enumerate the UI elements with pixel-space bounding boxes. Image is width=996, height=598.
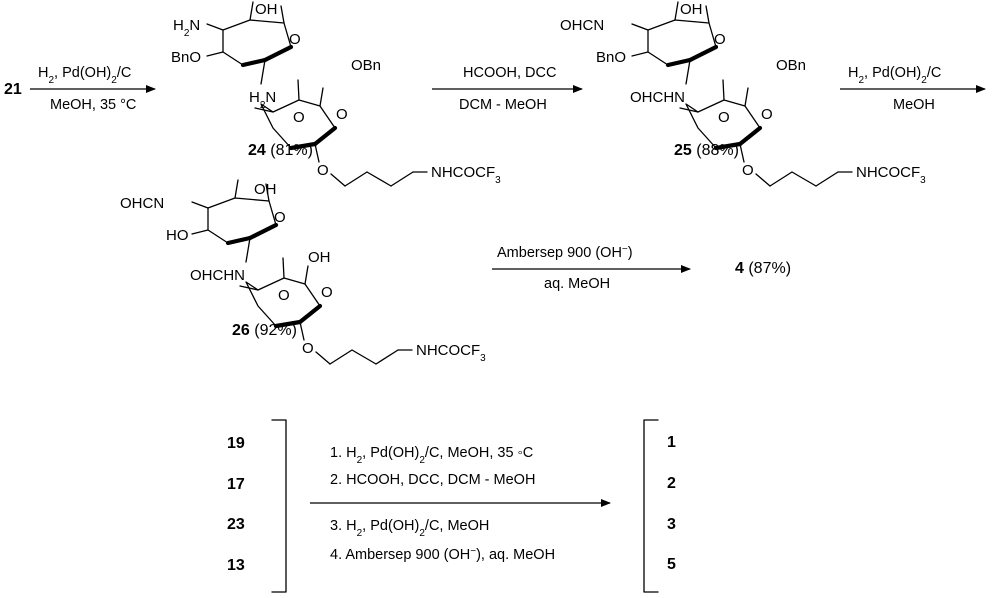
- linker-oxygen-label: O: [302, 340, 314, 357]
- reactant-bracket: [271, 419, 287, 593]
- compound-26-label: 26 (92%): [232, 322, 297, 339]
- ring-oxygen-label: O: [289, 31, 301, 48]
- reactant-compound: 19: [227, 435, 245, 452]
- hydroxyl-label-2: OH: [254, 181, 277, 198]
- product-compound: 5: [667, 556, 676, 573]
- trifluoroacetamide-label: NHCOCF3: [416, 342, 486, 364]
- step4-conditions-below: aq. MeOH: [544, 276, 610, 292]
- amine-label: H2N: [173, 17, 200, 39]
- structure-compound-24: H2N BnO OH O OBn H2N O O O NHCOCF3: [171, 1, 501, 186]
- formamide-label: OHCN: [120, 195, 164, 212]
- product-bracket: [643, 419, 659, 593]
- compound-25-label: 25 (88%): [674, 142, 739, 159]
- benzyloxy-label-2: OBn: [776, 57, 806, 74]
- step2-conditions-above: HCOOH, DCC: [463, 65, 556, 81]
- step3-conditions-below: MeOH: [893, 97, 935, 113]
- step1-conditions-above: H2, Pd(OH)2/C: [38, 65, 131, 86]
- condition-step-2: 2. HCOOH, DCC, DCM - MeOH: [330, 472, 535, 488]
- formamide-label: OHCN: [560, 17, 604, 34]
- glycosidic-oxygen-label: O: [718, 109, 730, 126]
- amine-label-2: H2N: [249, 89, 276, 111]
- ring-oxygen-label-2: O: [321, 284, 333, 301]
- trifluoroacetamide-label: NHCOCF3: [431, 164, 501, 186]
- ring-oxygen-label: O: [714, 31, 726, 48]
- reactant-compound: 17: [227, 476, 245, 493]
- benzyloxy-label: BnO: [596, 49, 626, 66]
- hydroxyl-label: OH: [255, 1, 278, 18]
- hydroxyl-label: HO: [166, 227, 189, 244]
- trifluoroacetamide-label: NHCOCF3: [856, 164, 926, 186]
- linker-oxygen-label: O: [317, 162, 329, 179]
- step4-conditions-above: Ambersep 900 (OH−): [497, 244, 633, 262]
- ring-oxygen-label-2: O: [336, 106, 348, 123]
- product-compound: 2: [667, 475, 676, 492]
- reactant-compound: 23: [227, 516, 245, 533]
- glycosidic-oxygen-label: O: [278, 287, 290, 304]
- condition-step-1: 1. H2, Pd(OH)2/C, MeOH, 35 ◦C: [330, 445, 533, 466]
- structure-compound-26: OHCN HO OH O OH OHCHN O O O NHCOCF3: [120, 180, 486, 364]
- linker-oxygen-label: O: [742, 162, 754, 179]
- compound-24-label: 24 (81%): [248, 142, 313, 159]
- product-compound-4: 4 (87%): [735, 260, 791, 277]
- hydroxyl-label-3: OH: [308, 249, 331, 266]
- step1-conditions-below: MeOH, 35 °C: [50, 97, 136, 113]
- hydroxyl-label: OH: [680, 1, 703, 18]
- condition-step-4: 4. Ambersep 900 (OH−), aq. MeOH: [330, 546, 555, 564]
- glycosidic-oxygen-label: O: [293, 109, 305, 126]
- product-compound: 3: [667, 516, 676, 533]
- reactant-compound: 13: [227, 557, 245, 574]
- formamide-label-2: OHCHN: [190, 267, 245, 284]
- structure-compound-25: OHCN BnO OH O OBn OHCHN O O O NHCOCF3: [560, 1, 926, 186]
- benzyloxy-label: BnO: [171, 49, 201, 66]
- condition-step-3: 3. H2, Pd(OH)2/C, MeOH: [330, 518, 489, 539]
- benzyloxy-label-2: OBn: [351, 57, 381, 74]
- product-compound: 1: [667, 434, 676, 451]
- ring-oxygen-label: O: [274, 209, 286, 226]
- start-compound-21: 21: [4, 81, 22, 98]
- step3-conditions-above: H2, Pd(OH)2/C: [848, 65, 941, 86]
- formamide-label-2: OHCHN: [630, 89, 685, 106]
- step2-conditions-below: DCM - MeOH: [459, 97, 547, 113]
- ring-oxygen-label-2: O: [761, 106, 773, 123]
